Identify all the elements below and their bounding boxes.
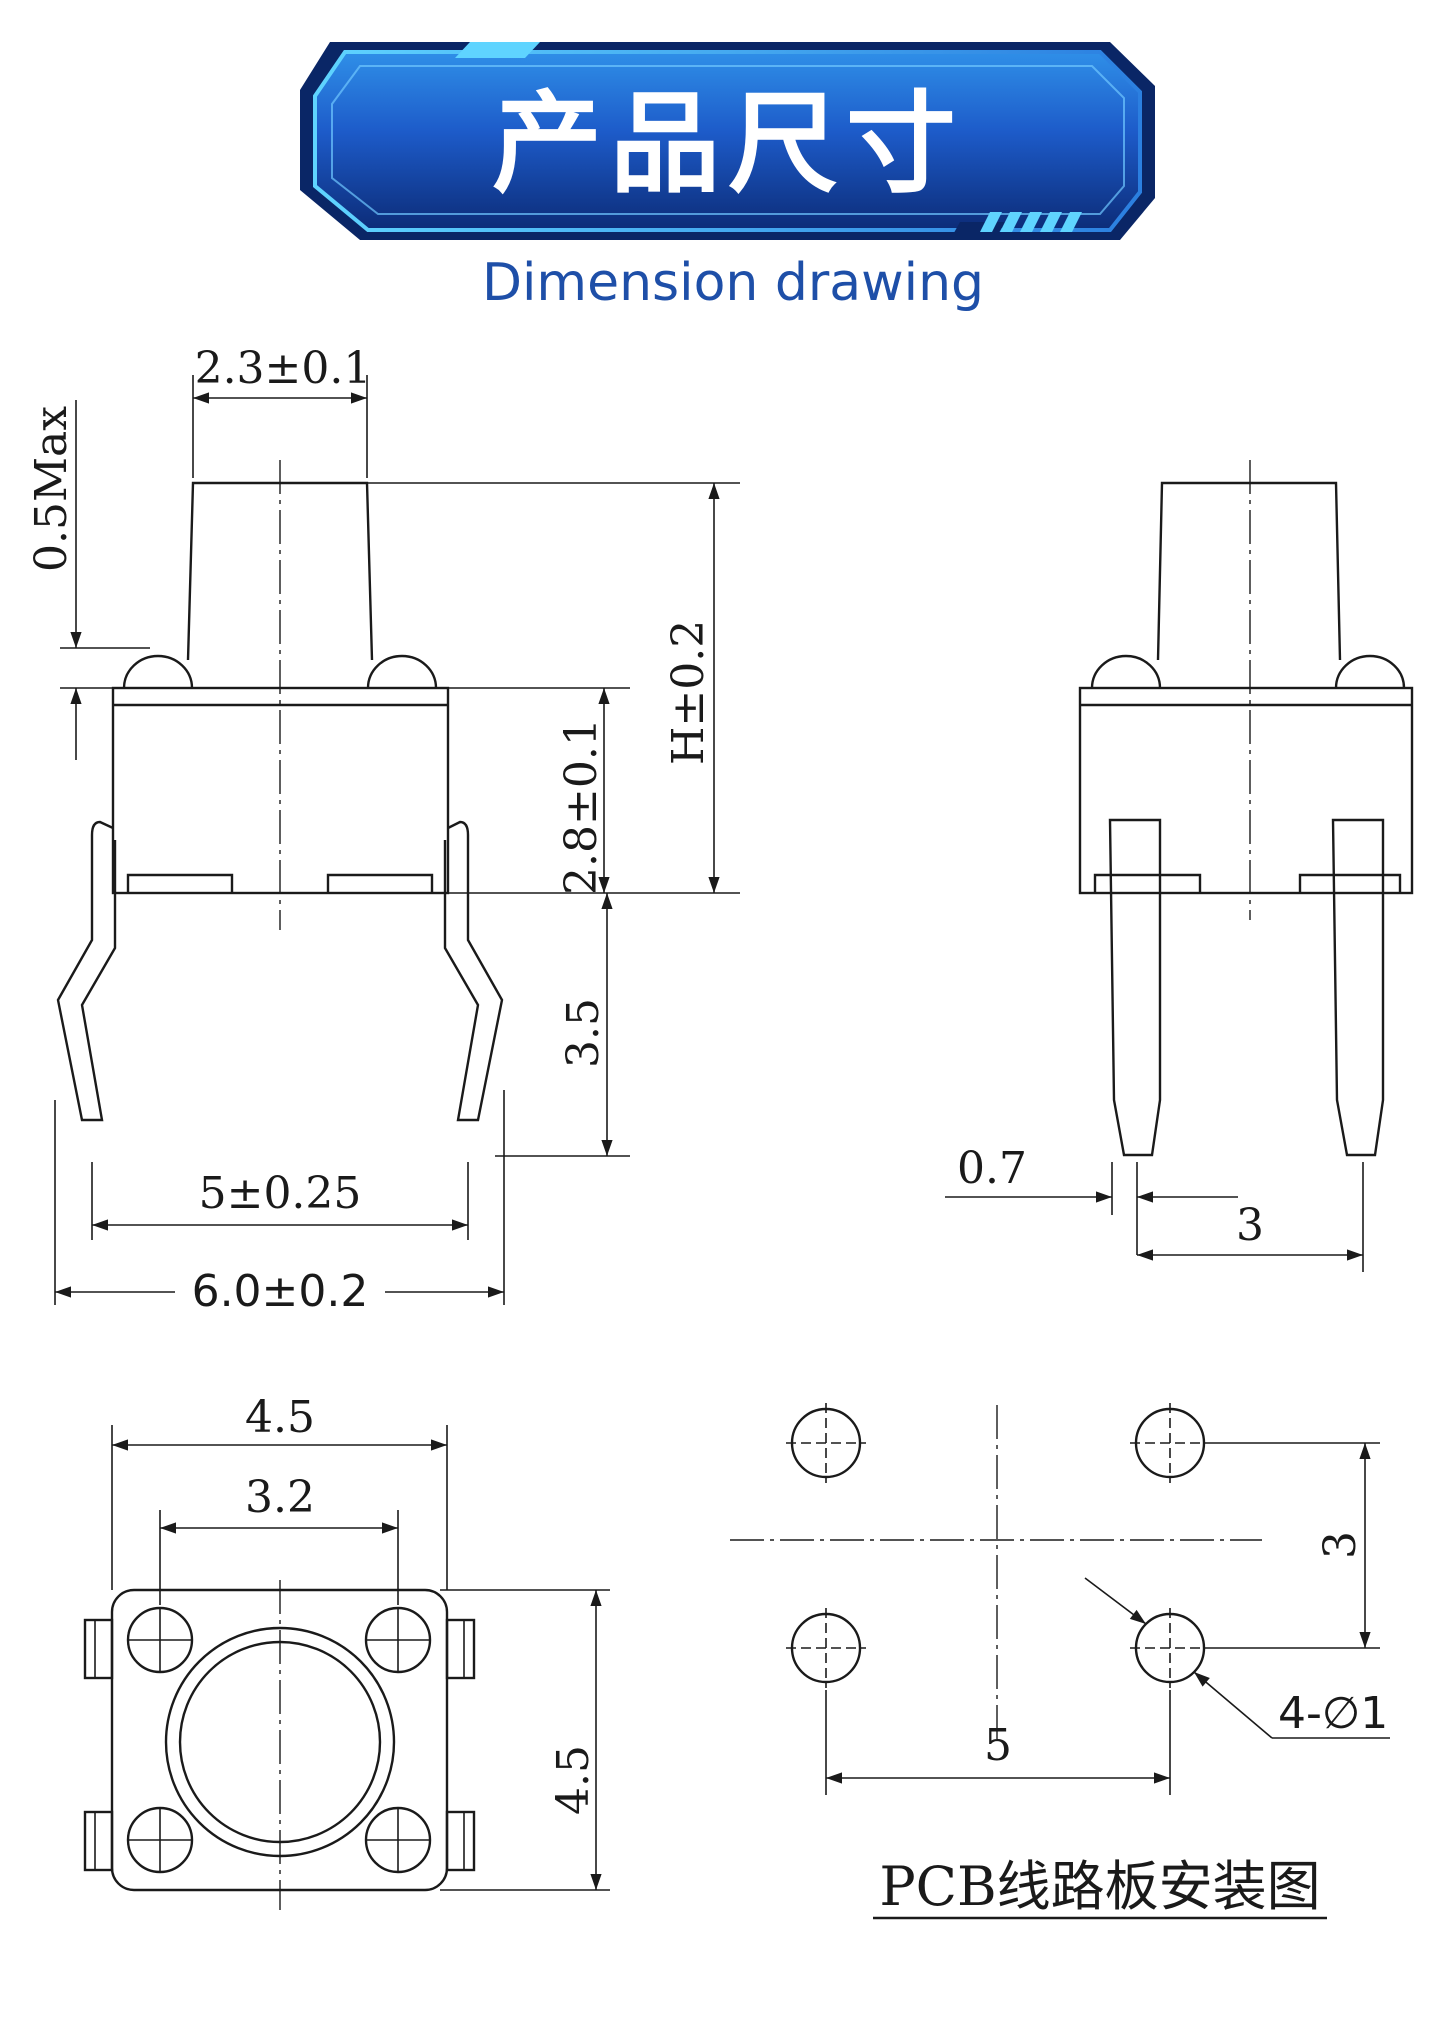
pcb-holes — [786, 1403, 1210, 1688]
dim-pin-pitch-label: 5±0.25 — [199, 1168, 362, 1219]
dim-overall-width-label: 6.0±0.2 — [192, 1266, 369, 1317]
side-plunger-outline — [1156, 481, 1342, 661]
side-pin-right — [1331, 818, 1385, 1157]
banner-stripes — [950, 212, 1082, 240]
dim-top-body-width-label: 4.5 — [245, 1392, 315, 1443]
pcb-caption: PCB线路板安装图 — [879, 1855, 1320, 1918]
body-bottom-steps — [126, 873, 434, 893]
side-dome-left — [1090, 654, 1162, 689]
dome-left — [122, 654, 194, 689]
banner-inner-border — [331, 65, 1125, 215]
top-view: 4.5 3.2 4.5 — [83, 1392, 610, 1910]
side-body-bottom-steps — [1093, 873, 1402, 893]
dim-hole-leader-outer — [1084, 1577, 1147, 1625]
dim-hole-leader-inner — [1193, 1671, 1273, 1739]
tab-bottom-left — [83, 1810, 114, 1872]
side-pin-left — [1108, 818, 1162, 1157]
pin-right — [443, 820, 504, 1122]
top-pin-circles — [126, 1606, 432, 1874]
dim-pin-length-label: 3.5 — [558, 998, 609, 1068]
dim-pin-spacing-label: 3 — [1236, 1200, 1264, 1251]
banner-subtitle: Dimension drawing — [482, 253, 984, 313]
dome-right — [366, 654, 438, 689]
side-dome-right — [1334, 654, 1406, 689]
dim-body-height-label: 2.8±0.1 — [556, 718, 607, 895]
tab-top-left — [83, 1618, 114, 1680]
dim-pcb-vertical-pitch-label: 3 — [1315, 1531, 1366, 1559]
dim-dome-height-label: 0.5Max — [26, 406, 77, 572]
pcb-layout: 3 5 4-∅1 PCB线路板安装图 — [730, 1403, 1390, 1920]
dim-pcb-horizontal-pitch-label: 5 — [984, 1720, 1012, 1771]
banner-plate — [313, 50, 1142, 232]
dim-total-height-label: H±0.2 — [663, 620, 714, 765]
banner: 产品尺寸 Dimension drawing — [300, 42, 1155, 313]
front-view: 2.3±0.1 0.5Max H±0.2 2.8±0.1 3.5 5±0.25 … — [26, 343, 740, 1317]
dim-pin-thickness-label: 0.7 — [957, 1143, 1027, 1194]
banner-accent-top — [455, 42, 540, 58]
dim-top-hole-pitch-label: 3.2 — [245, 1472, 315, 1523]
side-view: 0.7 3 — [945, 460, 1414, 1272]
pin-left — [56, 820, 117, 1122]
side-body-outline — [1078, 686, 1414, 895]
body-outline — [111, 686, 450, 895]
banner-title: 产品尺寸 — [492, 80, 964, 208]
dim-top-body-height-label: 4.5 — [548, 1745, 599, 1815]
tab-top-right — [445, 1618, 476, 1680]
dim-pcb-hole-label: 4-∅1 — [1278, 1688, 1388, 1739]
dim-plunger-width-label: 2.3±0.1 — [195, 343, 372, 394]
tab-bottom-right — [445, 1810, 476, 1872]
